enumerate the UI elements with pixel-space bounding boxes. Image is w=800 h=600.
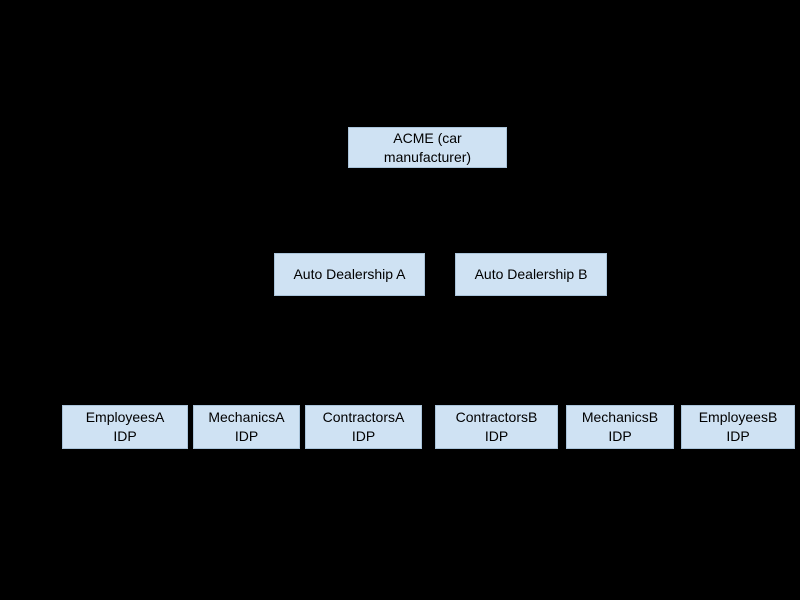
node-label-line: EmployeesA (85, 409, 165, 425)
node-label-line: Auto Dealership A (293, 266, 406, 282)
node-label-line: IDP (608, 428, 632, 444)
node-label-line: IDP (113, 428, 137, 444)
node-acme: ACME (car manufacturer) (348, 127, 507, 168)
node-label-line: IDP (484, 428, 509, 444)
node-label-line: IDP (351, 428, 376, 444)
node-label-line: MechanicsA (208, 409, 285, 425)
node-auto-dealership-b: Auto Dealership B (455, 253, 607, 296)
node-employees-b-idp: EmployeesB IDP (681, 405, 795, 449)
node-label-line: IDP (726, 428, 750, 444)
node-auto-dealership-a: Auto Dealership A (274, 253, 425, 296)
node-mechanics-a-idp: MechanicsA IDP (193, 405, 300, 449)
node-label-line: ACME (car (393, 129, 462, 146)
node-label-line: manufacturer) (383, 148, 472, 165)
node-employees-a-idp: EmployeesA IDP (62, 405, 188, 449)
node-label-line: ContractorsA (322, 409, 405, 425)
node-mechanics-b-idp: MechanicsB IDP (566, 405, 674, 449)
node-label-line: IDP (234, 428, 259, 444)
node-label-line: Auto Dealership B (474, 266, 588, 282)
node-contractors-a-idp: ContractorsA IDP (305, 405, 422, 449)
node-label-line: MechanicsB (581, 409, 659, 425)
node-contractors-b-idp: ContractorsB IDP (435, 405, 558, 449)
node-label-line: ContractorsB (455, 409, 538, 425)
node-label-line: EmployeesB (698, 409, 778, 425)
